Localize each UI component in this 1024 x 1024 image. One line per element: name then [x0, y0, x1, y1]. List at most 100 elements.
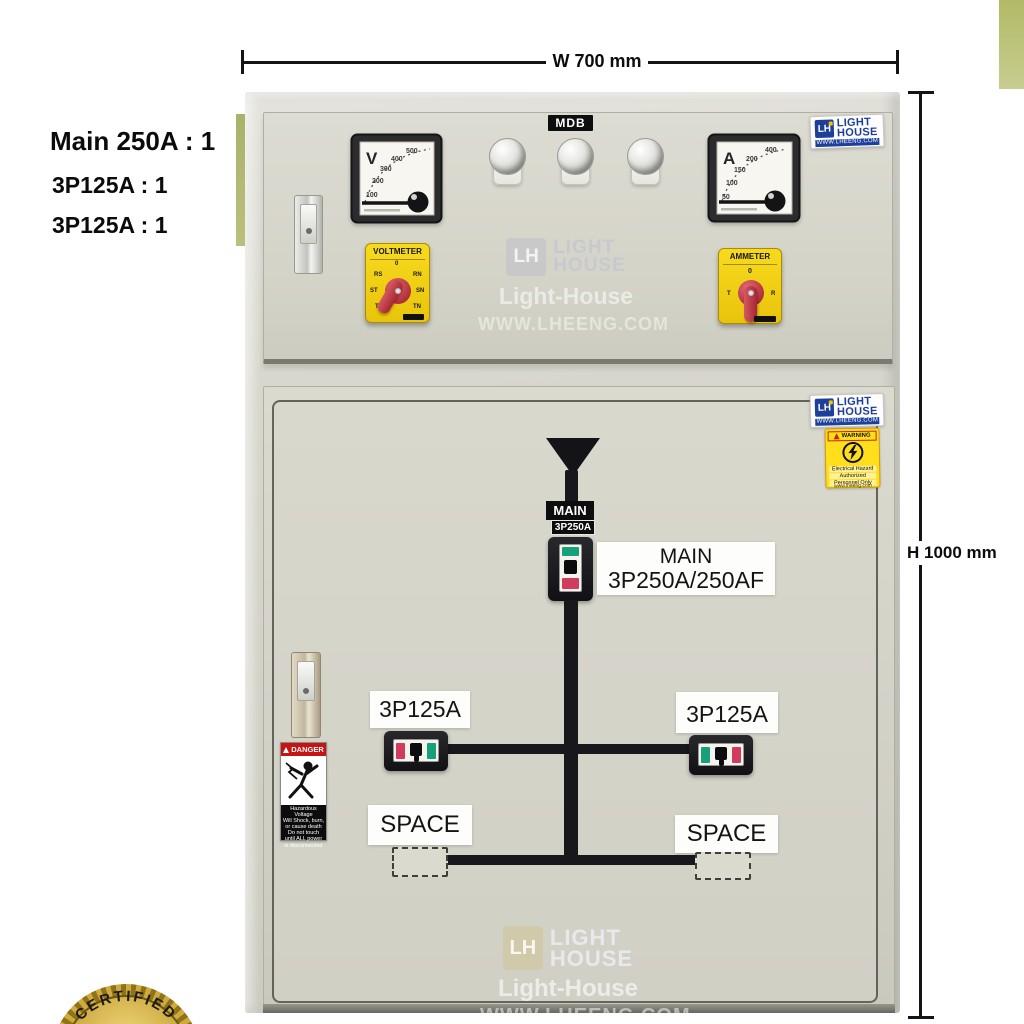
selector-maker-label [403, 314, 424, 320]
selector-title: AMMETER [729, 252, 771, 261]
danger-line-6: is disconnected [284, 842, 323, 849]
ammeter-tick: 200 [746, 156, 758, 163]
selector-screw [395, 288, 401, 294]
danger-sticker: DANGER Hazardous Voltage Will Shock, bur… [280, 742, 327, 849]
selector-pos-tn: TN [413, 304, 421, 310]
brand-sticker-upper: LH LIGHT HOUSE WWW.LHEENG.COM [809, 113, 885, 150]
ammeter-tick: 400 [765, 147, 777, 154]
incoming-feeder-symbol [546, 438, 600, 476]
danger-header: DANGER [281, 743, 326, 756]
breaker-on-strip [701, 747, 710, 763]
branch-busbar [446, 744, 692, 754]
selector-pos-0: 0 [395, 261, 399, 267]
vertical-busbar [564, 600, 578, 862]
warning-url: www.lheeng.com [834, 482, 872, 490]
selector-pos-rs: RS [374, 272, 383, 278]
branch-breaker-toggle-stem [414, 755, 419, 762]
selector-screw [748, 290, 754, 296]
bottom-busbar [447, 855, 700, 865]
branch-breaker-left [384, 731, 448, 771]
brand-logo-icon: LH [814, 119, 835, 139]
width-dimension-tick-left [241, 50, 244, 74]
breaker-off-strip [732, 747, 741, 763]
brand-sticker-lower: LH LIGHT HOUSE WWW.LHEENG.COM [809, 393, 885, 428]
ammeter-selector-switch: AMMETER 0 T R [718, 248, 782, 324]
upper-door-latch [294, 195, 323, 274]
background-corner-wall [999, 0, 1024, 89]
latch-handle [300, 204, 317, 244]
pilot-lamp-3 [627, 138, 664, 186]
branch-breaker-toggle-stem [719, 759, 724, 766]
selector-divider [723, 264, 777, 265]
main-breaker-toggle [564, 560, 577, 574]
spec-line-branch-2: 3P125A : 1 [52, 212, 168, 238]
selector-pos-sn: SN [416, 288, 425, 294]
selector-maker-label [754, 316, 776, 322]
main-breaker-rating-tag: 3P250A [551, 520, 595, 535]
height-dimension-tick-top [908, 91, 934, 94]
branch-breaker-toggle [410, 743, 422, 756]
danger-line-3: or cause death [285, 824, 322, 831]
selector-divider [370, 259, 425, 260]
pilot-lamp-2 [557, 138, 594, 186]
danger-title: DANGER [291, 745, 324, 754]
branch-label-right: 3P125A [676, 692, 778, 733]
electric-shock-pictogram [285, 761, 319, 799]
space-blank-plate-left [392, 847, 448, 877]
voltmeter-tick: 100 [366, 192, 378, 199]
main-breaker-label: MAIN 3P250A/250AF [597, 542, 775, 595]
branch-breaker-face [698, 743, 744, 766]
selector-pos-rn: RN [413, 272, 422, 278]
lower-door-handle [291, 652, 321, 738]
voltmeter-tick: 400 [391, 156, 403, 163]
seal-arc-text: CERTIFIED [72, 988, 178, 1024]
branch-breaker-right [689, 735, 753, 775]
warning-line-1: Electrical Hazard [829, 465, 877, 473]
main-breaker-face [559, 544, 582, 592]
main-breaker [548, 537, 593, 601]
branch-breaker-toggle [715, 747, 727, 760]
breaker-on-strip [562, 547, 579, 556]
danger-text-block: Hazardous Voltage Will Shock, burn, or c… [281, 805, 326, 849]
pilot-lamp-dome [489, 138, 526, 175]
branch-label-left: 3P125A [370, 691, 470, 728]
spec-line-main: Main 250A : 1 [50, 126, 216, 156]
selector-pos-0: 0 [748, 268, 752, 275]
brand-word-2: HOUSE [836, 125, 878, 140]
warning-line-2: Authorized [829, 472, 877, 480]
pilot-lamp-dome [627, 138, 664, 175]
warning-triangle-icon [833, 433, 840, 440]
latch-handle [297, 661, 315, 701]
brand-wordmark: LIGHT HOUSE [836, 116, 878, 140]
ammeter-tick: 50 [722, 194, 730, 201]
voltmeter-tick: 500 [406, 148, 418, 155]
latch-keyhole [303, 688, 309, 695]
brand-word-2: HOUSE [836, 405, 878, 419]
voltmeter-gauge: V 100 200 300 400 500 [350, 133, 443, 224]
spec-line-branch-1: 3P125A : 1 [52, 172, 168, 198]
selector-pos-t: T [727, 291, 731, 297]
height-dimension-label: H 1000 mm [903, 541, 999, 565]
height-dimension-line-upper [919, 92, 922, 541]
lightning-bolt-icon [841, 441, 864, 464]
pilot-lamp-1 [489, 138, 526, 186]
voltmeter-selector-switch: VOLTMETER 0 RS ST TR RN SN TN [365, 243, 430, 323]
ammeter-symbol: A [723, 149, 735, 168]
danger-line-4: Do not touch [287, 830, 320, 837]
danger-line-1: Hazardous Voltage [290, 806, 317, 819]
brand-wordmark: LIGHT HOUSE [836, 395, 878, 419]
warning-sticker: WARNING Electrical Hazard Authorized Per… [824, 427, 881, 490]
latch-keyhole [305, 228, 312, 235]
selector-pos-st: ST [370, 288, 378, 294]
selector-knob-handle [744, 286, 757, 322]
danger-line-5: until ALL power [284, 836, 323, 843]
space-blank-plate-right [695, 852, 751, 880]
main-label-line-2: 3P250A/250AF [607, 567, 764, 593]
height-dimension-tick-bottom [908, 1016, 934, 1019]
brand-url: WWW.LHEENG.COM [815, 417, 880, 426]
voltmeter-tick: 200 [372, 178, 384, 185]
branch-breaker-face [393, 739, 439, 762]
brand-url: WWW.LHEENG.COM [815, 137, 880, 148]
brand-logo-icon: LH [814, 398, 835, 417]
